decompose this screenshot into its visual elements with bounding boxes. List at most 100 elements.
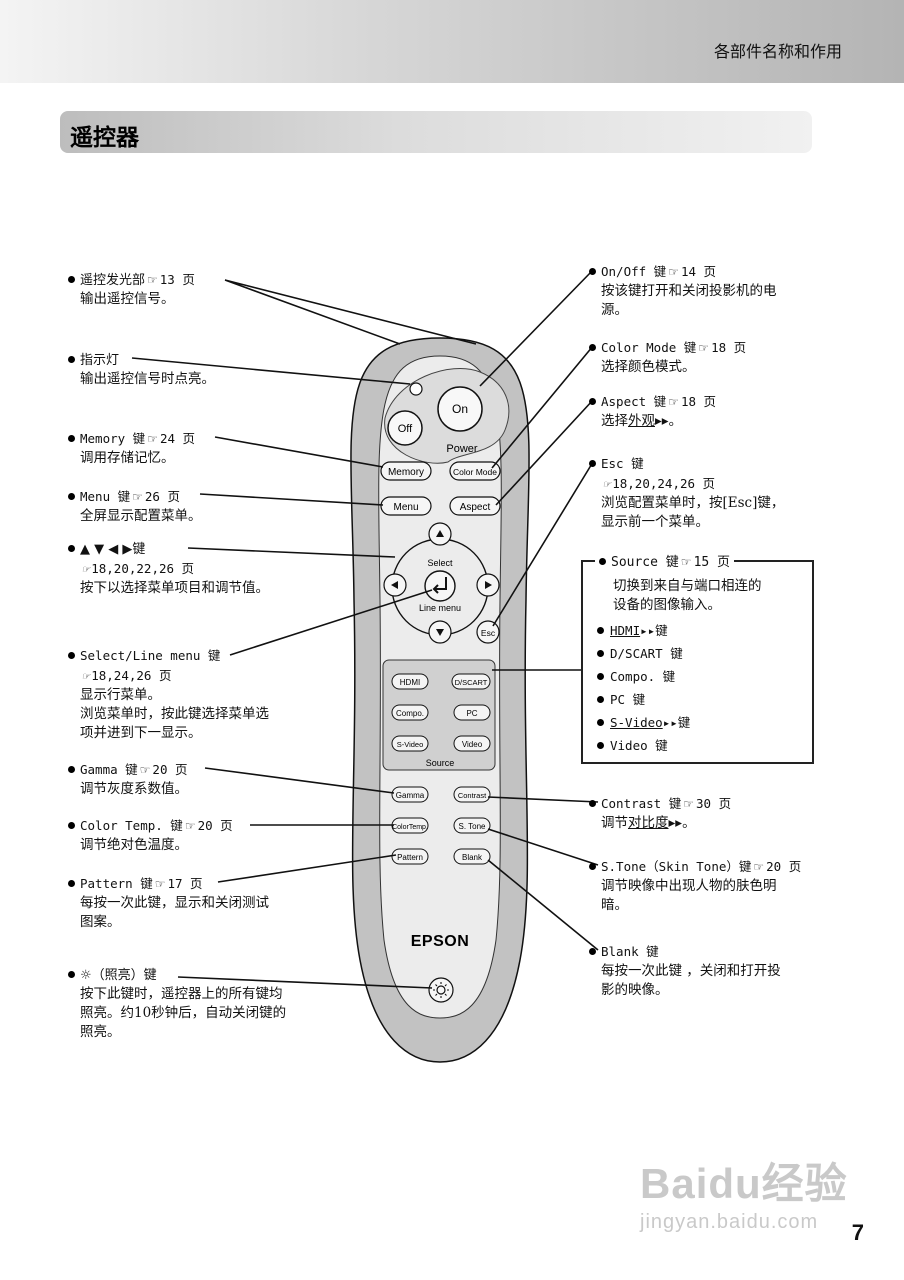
- aspect-button: [449, 496, 501, 516]
- list-item: S-Video▸▸键: [597, 711, 690, 734]
- page-title: 遥控器: [70, 125, 139, 151]
- video-button: [453, 735, 491, 752]
- page-ref-icon: ☞: [680, 555, 692, 569]
- contrast-key-label: Contrast: [458, 791, 487, 800]
- off-button: [387, 410, 423, 446]
- page-ref-icon: ☞: [82, 562, 90, 576]
- dscart-key-label: D/SCART: [455, 678, 488, 687]
- pattern-key-label: Pattern: [397, 853, 423, 862]
- page-ref-icon: ☞: [683, 797, 694, 811]
- on-button: [437, 386, 483, 432]
- memory-key-label: Memory: [388, 467, 424, 478]
- color-temp-key-label: ColorTemp.: [392, 824, 428, 831]
- esc-key-label: Esc: [481, 628, 496, 638]
- gamma-button: [391, 786, 429, 803]
- color-mode-key-label: Color Mode: [453, 467, 497, 477]
- video-key-label: Video: [462, 740, 483, 749]
- list-item: Compo. 键: [597, 665, 690, 688]
- contrast-button: [453, 786, 491, 803]
- page-ref-icon: ☞: [147, 432, 158, 446]
- enter-icon: [432, 577, 447, 594]
- pc-key-label: PC: [466, 709, 477, 718]
- svideo-key-label: S-Video: [397, 740, 424, 749]
- label-on-off-key: On/Off 键☞14 页 按该键打开和关闭投影机的电 源。: [589, 262, 777, 320]
- s-tone-button: [453, 817, 491, 834]
- dscart-button: [451, 673, 491, 690]
- hdmi-key-label: HDMI: [400, 678, 420, 687]
- pattern-button: [391, 848, 429, 865]
- color-mode-button: [449, 461, 501, 481]
- up-arrow-icon: [436, 530, 444, 537]
- on-key-label: On: [452, 402, 468, 416]
- glossary-arrow-icon: ▸▸: [640, 623, 656, 638]
- esc-button: [476, 620, 500, 644]
- hdmi-button: [391, 673, 429, 690]
- page-ref-icon: ☞: [698, 341, 710, 355]
- blank-button: [453, 848, 491, 865]
- label-ir-emitter: 遥控发光部☞13 页 输出遥控信号。: [68, 270, 195, 309]
- glossary-link: 对比度: [628, 815, 669, 831]
- page-header: 各部件名称和作用: [0, 0, 904, 83]
- s-tone-key-label: S. Tone: [459, 822, 487, 831]
- label-color-temp-key: Color Temp. 键☞20 页 调节绝对色温度。: [68, 816, 233, 855]
- list-item: D/SCART 键: [597, 642, 690, 665]
- label-gamma-key: Gamma 键☞20 页 调节灰度系数值。: [68, 760, 188, 799]
- leader-lines-right: [479, 269, 599, 951]
- illumination-icon: [436, 985, 446, 995]
- page-ref-icon: ☞: [147, 273, 158, 287]
- label-pattern-key: Pattern 键☞17 页 每按一次此键，显示和关闭测试 图案。: [68, 874, 269, 932]
- page-ref-icon: ☞: [184, 819, 196, 833]
- gamma-key-label: Gamma: [396, 791, 425, 800]
- select-label: Select: [427, 558, 453, 568]
- label-blank-key: Blank 键 每按一次此键 ，关闭和打开投 影的映像。: [589, 942, 781, 1000]
- down-arrow-icon: [436, 629, 444, 636]
- watermark: Baidu经验 jingyan.baidu.com: [640, 1160, 848, 1233]
- glossary-arrow-icon: ▸▸: [668, 815, 683, 831]
- page-ref-icon: ☞: [668, 265, 679, 279]
- label-memory-key: Memory 键☞24 页 调用存储记忆。: [68, 429, 195, 468]
- label-s-tone-key: S.Tone（Skin Tone）键☞20 页 调节映像中出现人物的肤色明 暗。: [589, 857, 801, 915]
- label-contrast-key: Contrast 键☞30 页 调节对比度▸▸。: [589, 794, 731, 833]
- label-esc-key: Esc 键 ☞18,20,24,26 页 浏览配置菜单时，按[Esc]键， 显示…: [589, 454, 784, 532]
- brand-logo: EPSON: [411, 933, 470, 950]
- svideo-button: [391, 735, 429, 752]
- compo-button: [391, 704, 429, 721]
- indicator-light: [409, 382, 423, 396]
- source-box-title: Source 键☞15 页: [595, 551, 735, 570]
- leader-lines-left: [131, 279, 477, 989]
- source-box-desc: 切换到来自与端口相连的 设备的图像输入。: [613, 578, 762, 613]
- chapter-title: 各部件名称和作用: [713, 42, 842, 61]
- page-ref-icon: ☞: [753, 860, 765, 874]
- list-item: Video 键: [597, 734, 690, 757]
- page-ref-icon: ☞: [668, 395, 679, 409]
- list-item: HDMI▸▸键: [597, 619, 690, 642]
- menu-button: [380, 496, 432, 516]
- page-ref-icon: ☞: [603, 477, 611, 491]
- list-item: PC 键: [597, 688, 690, 711]
- glossary-arrow-icon: ▸▸: [655, 413, 669, 429]
- page-ref-icon: ☞: [139, 763, 151, 777]
- label-color-mode-key: Color Mode 键☞18 页 选择颜色模式。: [589, 338, 746, 377]
- page-ref-icon: ☞: [82, 669, 90, 683]
- memory-button: [380, 461, 432, 481]
- blank-key-label: Blank: [462, 853, 483, 862]
- right-arrow-icon: [485, 581, 492, 589]
- source-label: Source: [426, 758, 455, 768]
- source-key-box: Source 键☞15 页 切换到来自与端口相连的 设备的图像输入。 HDMI▸…: [581, 551, 814, 764]
- menu-key-label: Menu: [393, 502, 418, 513]
- left-arrow-icon: [391, 581, 398, 589]
- illumination-button: [428, 977, 454, 1003]
- page-number: 7: [851, 1220, 864, 1245]
- label-aspect-key: Aspect 键☞18 页 选择外观▸▸。: [589, 392, 716, 431]
- label-menu-key: Menu 键☞26 页 全屏显示配置菜单。: [68, 487, 202, 526]
- aspect-key-label: Aspect: [460, 502, 491, 513]
- off-key-label: Off: [398, 423, 413, 435]
- enter-button: [424, 570, 456, 602]
- section-bar: [60, 111, 812, 153]
- label-illumination-key: ☼（照亮）键 按下此键时，遥控器上的所有键均 照亮。约10秒钟后，自动关闭键的 …: [68, 966, 286, 1042]
- glossary-link: 外观: [628, 413, 655, 429]
- label-indicator: 指示灯 输出遥控信号时点亮。: [68, 351, 215, 389]
- label-select-key: Select/Line menu 键 ☞18,24,26 页 显示行菜单。 浏览…: [68, 646, 269, 743]
- pc-button: [453, 704, 491, 721]
